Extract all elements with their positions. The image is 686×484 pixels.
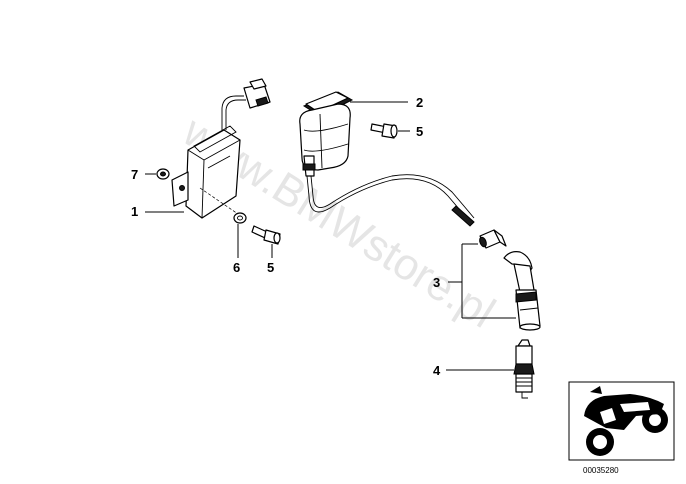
callout-2: 2 (416, 95, 423, 110)
nut-part-7 (156, 168, 170, 180)
washer-part-6 (233, 212, 247, 224)
bolt-part-5-lower (251, 225, 281, 245)
callout-3: 3 (433, 275, 440, 290)
thumbnail-code: 00035280 (583, 466, 619, 475)
callout-5-upper: 5 (416, 124, 423, 139)
spark-plug-cap (503, 251, 541, 331)
spark-plug (513, 339, 535, 399)
bolt-part-5-upper (370, 123, 398, 139)
motorcycle-thumbnail (568, 381, 675, 461)
callout-4: 4 (433, 363, 441, 378)
callout-5-lower: 5 (267, 260, 274, 275)
ignition-coil (299, 91, 354, 177)
ignition-cable (306, 174, 475, 227)
callout-6: 6 (233, 260, 240, 275)
cable-connector-sleeve (479, 229, 507, 249)
callout-7: 7 (131, 167, 138, 182)
callout-1: 1 (131, 204, 138, 219)
ignition-control-module (171, 78, 271, 219)
